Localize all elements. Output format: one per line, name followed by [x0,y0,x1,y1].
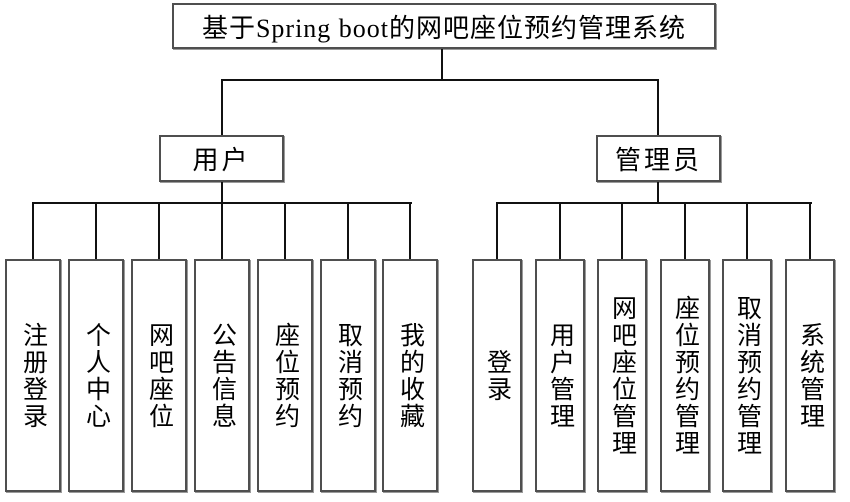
node-user-register-login: 注册登录 [5,259,61,492]
connector-drop-admin-child-4 [684,202,686,259]
node-user-seat-reservation: 座位预约 [257,259,313,492]
connector-drop-user-child-2 [95,202,97,259]
connector-user-stem [221,182,223,204]
connector-top-horizontal [221,79,659,81]
node-admin-system-management: 系统管理 [785,259,835,492]
leaf-label: 网吧座位管理 [608,294,636,457]
connector-drop-user [221,79,223,136]
node-admin-seat-reservation-management: 座位预约管理 [660,259,710,492]
leaf-label: 个人中心 [82,321,110,430]
root-title-label: 基于Spring boot的网吧座位预约管理系统 [201,13,687,43]
leaf-label: 公告信息 [208,321,236,430]
connector-drop-admin-child-5 [746,202,748,259]
leaf-label: 取消预约管理 [733,294,761,457]
node-user-announcements: 公告信息 [194,259,250,492]
node-admin-cancel-reservation-management: 取消预约管理 [722,259,772,492]
leaf-label: 座位预约 [271,321,299,430]
connector-drop-user-child-3 [158,202,160,259]
leaf-label: 我的收藏 [396,321,424,430]
leaf-label: 取消预约 [334,321,362,430]
connector-drop-admin-child-1 [496,202,498,259]
node-user-cancel-reservation: 取消预约 [320,259,376,492]
leaf-label: 网吧座位 [145,321,173,430]
leaf-label: 座位预约管理 [671,294,699,457]
node-admin-cafe-seat-management: 网吧座位管理 [597,259,647,492]
leaf-label: 用户管理 [546,321,574,430]
leaf-label: 注册登录 [19,321,47,430]
node-user: 用户 [159,135,284,182]
leaf-label: 登录 [483,348,511,403]
node-admin-label: 管理员 [614,146,702,175]
connector-drop-admin-child-2 [559,202,561,259]
connector-drop-user-child-5 [284,202,286,259]
connector-admin-horizontal [496,202,812,204]
node-root-title: 基于Spring boot的网吧座位预约管理系统 [172,3,716,49]
node-admin: 管理员 [596,135,721,182]
connector-drop-user-child-1 [32,202,34,259]
connector-drop-admin [657,79,659,136]
node-user-label: 用户 [192,146,251,175]
node-admin-login: 登录 [472,259,522,492]
connector-drop-user-child-4 [221,202,223,259]
connector-root-stem [441,49,443,80]
node-user-my-favorites: 我的收藏 [382,259,438,492]
connector-drop-admin-child-6 [809,202,811,259]
node-user-cafe-seats: 网吧座位 [131,259,187,492]
connector-drop-admin-child-3 [621,202,623,259]
leaf-label: 系统管理 [796,321,824,430]
connector-drop-user-child-7 [409,202,411,259]
connector-admin-stem [657,182,659,204]
connector-drop-user-child-6 [347,202,349,259]
node-admin-user-management: 用户管理 [535,259,585,492]
node-user-personal-center: 个人中心 [68,259,124,492]
